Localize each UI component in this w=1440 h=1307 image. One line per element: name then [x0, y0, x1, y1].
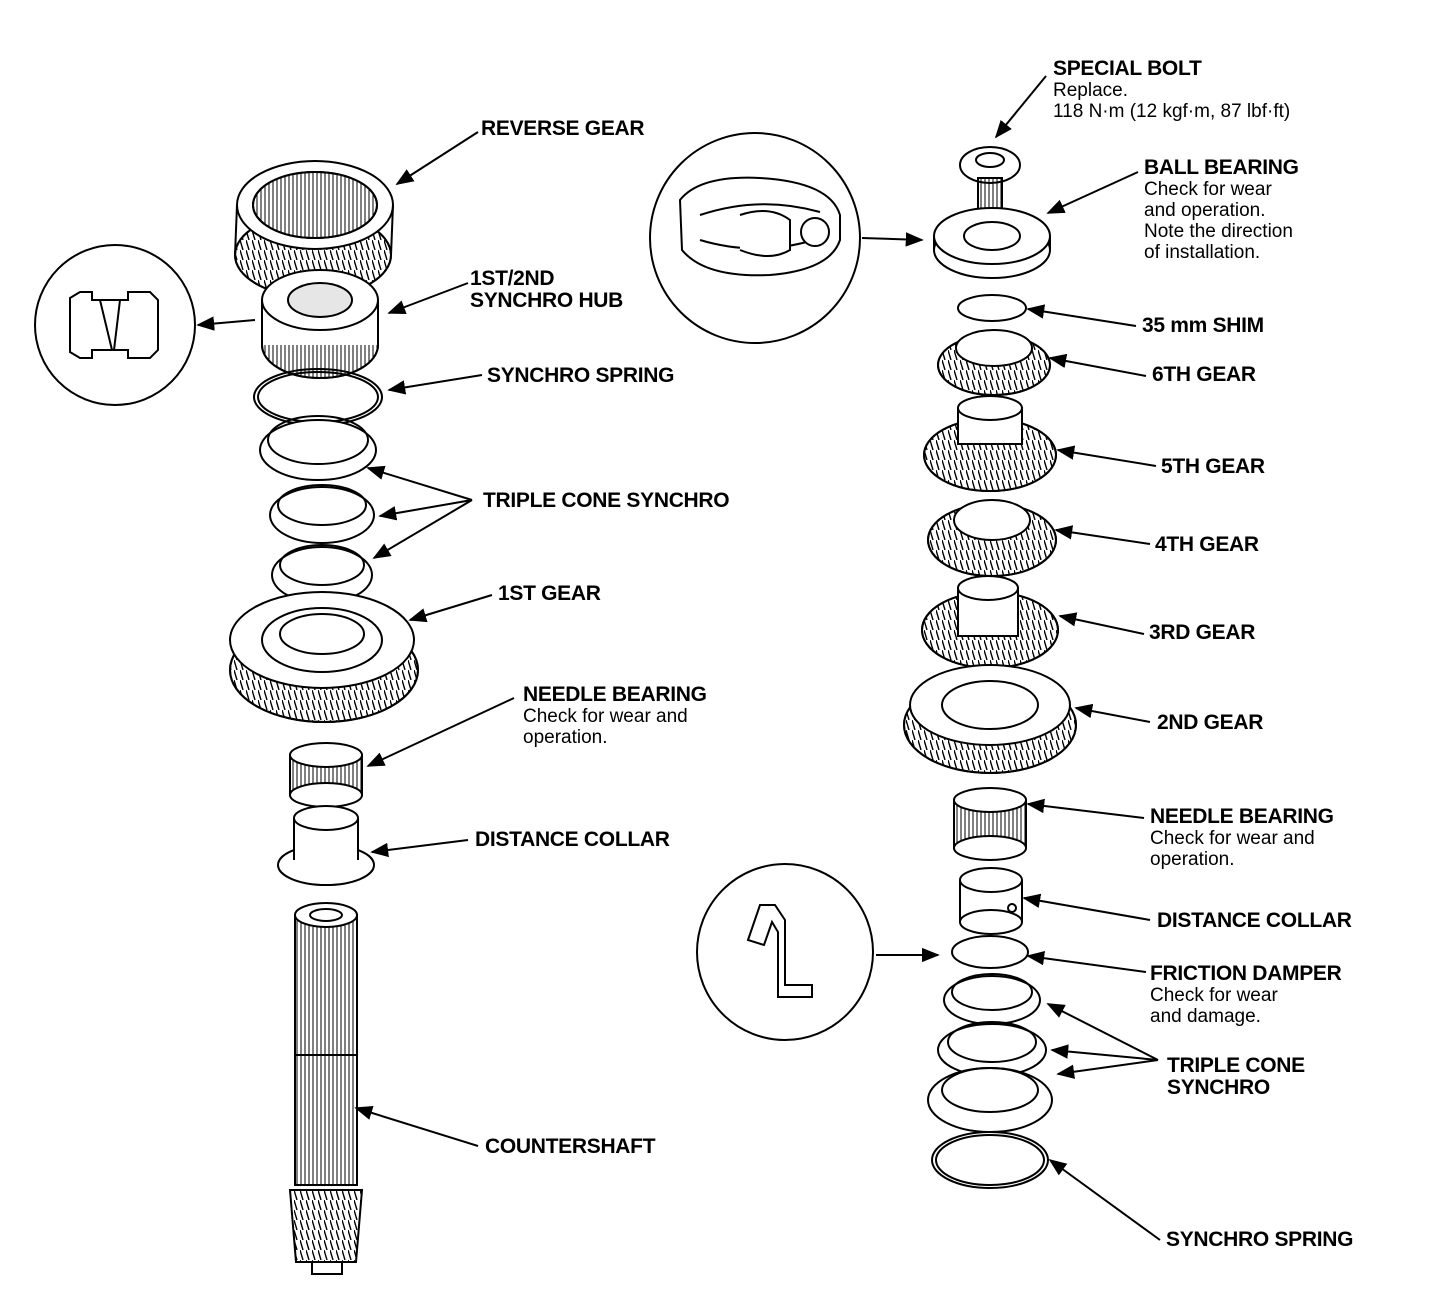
- label-ball-bearing-note4: of installation.: [1144, 242, 1261, 263]
- right-shim: [957, 294, 1027, 322]
- label-reverse-gear-title: REVERSE GEAR: [481, 117, 645, 140]
- left-reverse-gear: [234, 160, 394, 298]
- label-third-gear-title: 3RD GEAR: [1149, 621, 1256, 644]
- label-right-distance-collar: DISTANCE COLLAR: [1157, 910, 1352, 932]
- label-right-distance-collar-title: DISTANCE COLLAR: [1157, 909, 1352, 932]
- left-synchro-hub: [261, 269, 379, 379]
- right-third-gear: [921, 575, 1059, 669]
- label-fourth-gear-title: 4TH GEAR: [1155, 533, 1259, 556]
- label-special-bolt-note2: 118 N·m (12 kgf·m, 87 lbf·ft): [1053, 101, 1291, 122]
- label-special-bolt-note1: Replace.: [1053, 80, 1128, 101]
- label-ball-bearing-note2: and operation.: [1144, 200, 1266, 221]
- label-left-synchro-spring: SYNCHRO SPRING: [487, 365, 674, 387]
- label-fifth-gear-title: 5TH GEAR: [1161, 455, 1265, 478]
- left-countershaft: [288, 902, 364, 1275]
- damper-detail-circle: [696, 863, 874, 1041]
- label-first-gear: 1ST GEAR: [498, 583, 601, 605]
- label-right-triple-cone-line1: TRIPLE CONE: [1167, 1054, 1305, 1077]
- right-needle-bearing: [953, 787, 1027, 861]
- label-fourth-gear: 4TH GEAR: [1155, 534, 1259, 556]
- label-ball-bearing: BALL BEARING Check for wear and operatio…: [1144, 156, 1299, 264]
- bearing-detail-circle: [649, 132, 861, 344]
- label-right-needle-bearing: NEEDLE BEARING Check for wear and operat…: [1150, 805, 1334, 871]
- right-special-bolt: [959, 146, 1021, 211]
- label-right-needle-bearing-title: NEEDLE BEARING: [1150, 805, 1334, 828]
- label-fifth-gear: 5TH GEAR: [1161, 456, 1265, 478]
- label-reverse-gear: REVERSE GEAR: [481, 117, 645, 140]
- label-countershaft-title: COUNTERSHAFT: [485, 1135, 656, 1158]
- label-right-triple-cone: TRIPLE CONE SYNCHRO: [1167, 1055, 1305, 1099]
- label-second-gear-title: 2ND GEAR: [1157, 711, 1264, 734]
- right-fifth-gear: [923, 395, 1057, 492]
- label-friction-damper: FRICTION DAMPER Check for wear and damag…: [1150, 962, 1342, 1028]
- label-left-needle-bearing: NEEDLE BEARING Check for wear and operat…: [523, 683, 707, 749]
- label-left-distance-collar: DISTANCE COLLAR: [475, 829, 670, 851]
- label-left-distance-collar-title: DISTANCE COLLAR: [475, 828, 670, 851]
- label-sixth-gear: 6TH GEAR: [1152, 364, 1256, 386]
- label-left-needle-bearing-note1: Check for wear and: [523, 706, 688, 727]
- label-special-bolt-title: SPECIAL BOLT: [1053, 57, 1202, 80]
- left-triple-cone-synchro: [259, 415, 377, 604]
- left-first-gear: [229, 591, 419, 723]
- label-synchro-hub: 1ST/2ND SYNCHRO HUB: [470, 268, 623, 312]
- right-distance-collar: [959, 867, 1023, 935]
- label-friction-damper-title: FRICTION DAMPER: [1150, 962, 1342, 985]
- hub-detail-arrow: [196, 316, 256, 331]
- label-third-gear: 3RD GEAR: [1149, 622, 1255, 644]
- right-sixth-gear: [937, 329, 1051, 396]
- label-friction-damper-note2: and damage.: [1150, 1006, 1261, 1027]
- right-friction-damper: [951, 935, 1029, 969]
- right-ball-bearing: [933, 207, 1051, 279]
- label-ball-bearing-note3: Note the direction: [1144, 221, 1293, 242]
- label-right-synchro-spring: SYNCHRO SPRING: [1166, 1229, 1353, 1251]
- label-special-bolt: SPECIAL BOLT Replace. 118 N·m (12 kgf·m,…: [1053, 57, 1291, 123]
- left-needle-bearing: [289, 742, 363, 808]
- label-shim: 35 mm SHIM: [1142, 315, 1264, 337]
- label-right-synchro-spring-title: SYNCHRO SPRING: [1166, 1228, 1354, 1251]
- label-second-gear: 2ND GEAR: [1157, 712, 1263, 734]
- label-countershaft: COUNTERSHAFT: [485, 1135, 656, 1158]
- label-friction-damper-note1: Check for wear: [1150, 985, 1278, 1006]
- label-ball-bearing-title: BALL BEARING: [1144, 156, 1299, 179]
- label-shim-title: 35 mm SHIM: [1142, 314, 1264, 337]
- label-left-synchro-spring-title: SYNCHRO SPRING: [487, 364, 675, 387]
- right-synchro-spring-inner: [935, 1134, 1045, 1186]
- label-left-triple-cone-title: TRIPLE CONE SYNCHRO: [483, 489, 730, 512]
- label-left-triple-cone: TRIPLE CONE SYNCHRO: [483, 489, 730, 512]
- label-left-needle-bearing-note2: operation.: [523, 727, 608, 748]
- label-first-gear-title: 1ST GEAR: [498, 582, 601, 605]
- hub-detail-circle: [34, 244, 196, 406]
- left-leader-lines: [354, 131, 515, 1147]
- label-right-triple-cone-line2: SYNCHRO: [1167, 1076, 1270, 1099]
- bearing-detail-arrow: [861, 232, 924, 247]
- right-triple-cone-synchro: [927, 973, 1053, 1133]
- label-sixth-gear-title: 6TH GEAR: [1152, 363, 1256, 386]
- label-ball-bearing-note1: Check for wear: [1144, 179, 1272, 200]
- label-right-needle-bearing-note2: operation.: [1150, 849, 1235, 870]
- right-synchro-spring: [931, 1131, 1049, 1189]
- label-synchro-hub-line2: SYNCHRO HUB: [470, 289, 624, 312]
- label-right-needle-bearing-note1: Check for wear and: [1150, 828, 1315, 849]
- left-synchro-spring-inner: [257, 371, 379, 423]
- right-leader-lines: [994, 75, 1161, 1241]
- label-left-needle-bearing-title: NEEDLE BEARING: [523, 683, 707, 706]
- label-synchro-hub-line1: 1ST/2ND: [470, 267, 555, 290]
- left-distance-collar: [277, 805, 375, 886]
- right-second-gear: [903, 664, 1077, 774]
- right-fourth-gear: [927, 499, 1057, 577]
